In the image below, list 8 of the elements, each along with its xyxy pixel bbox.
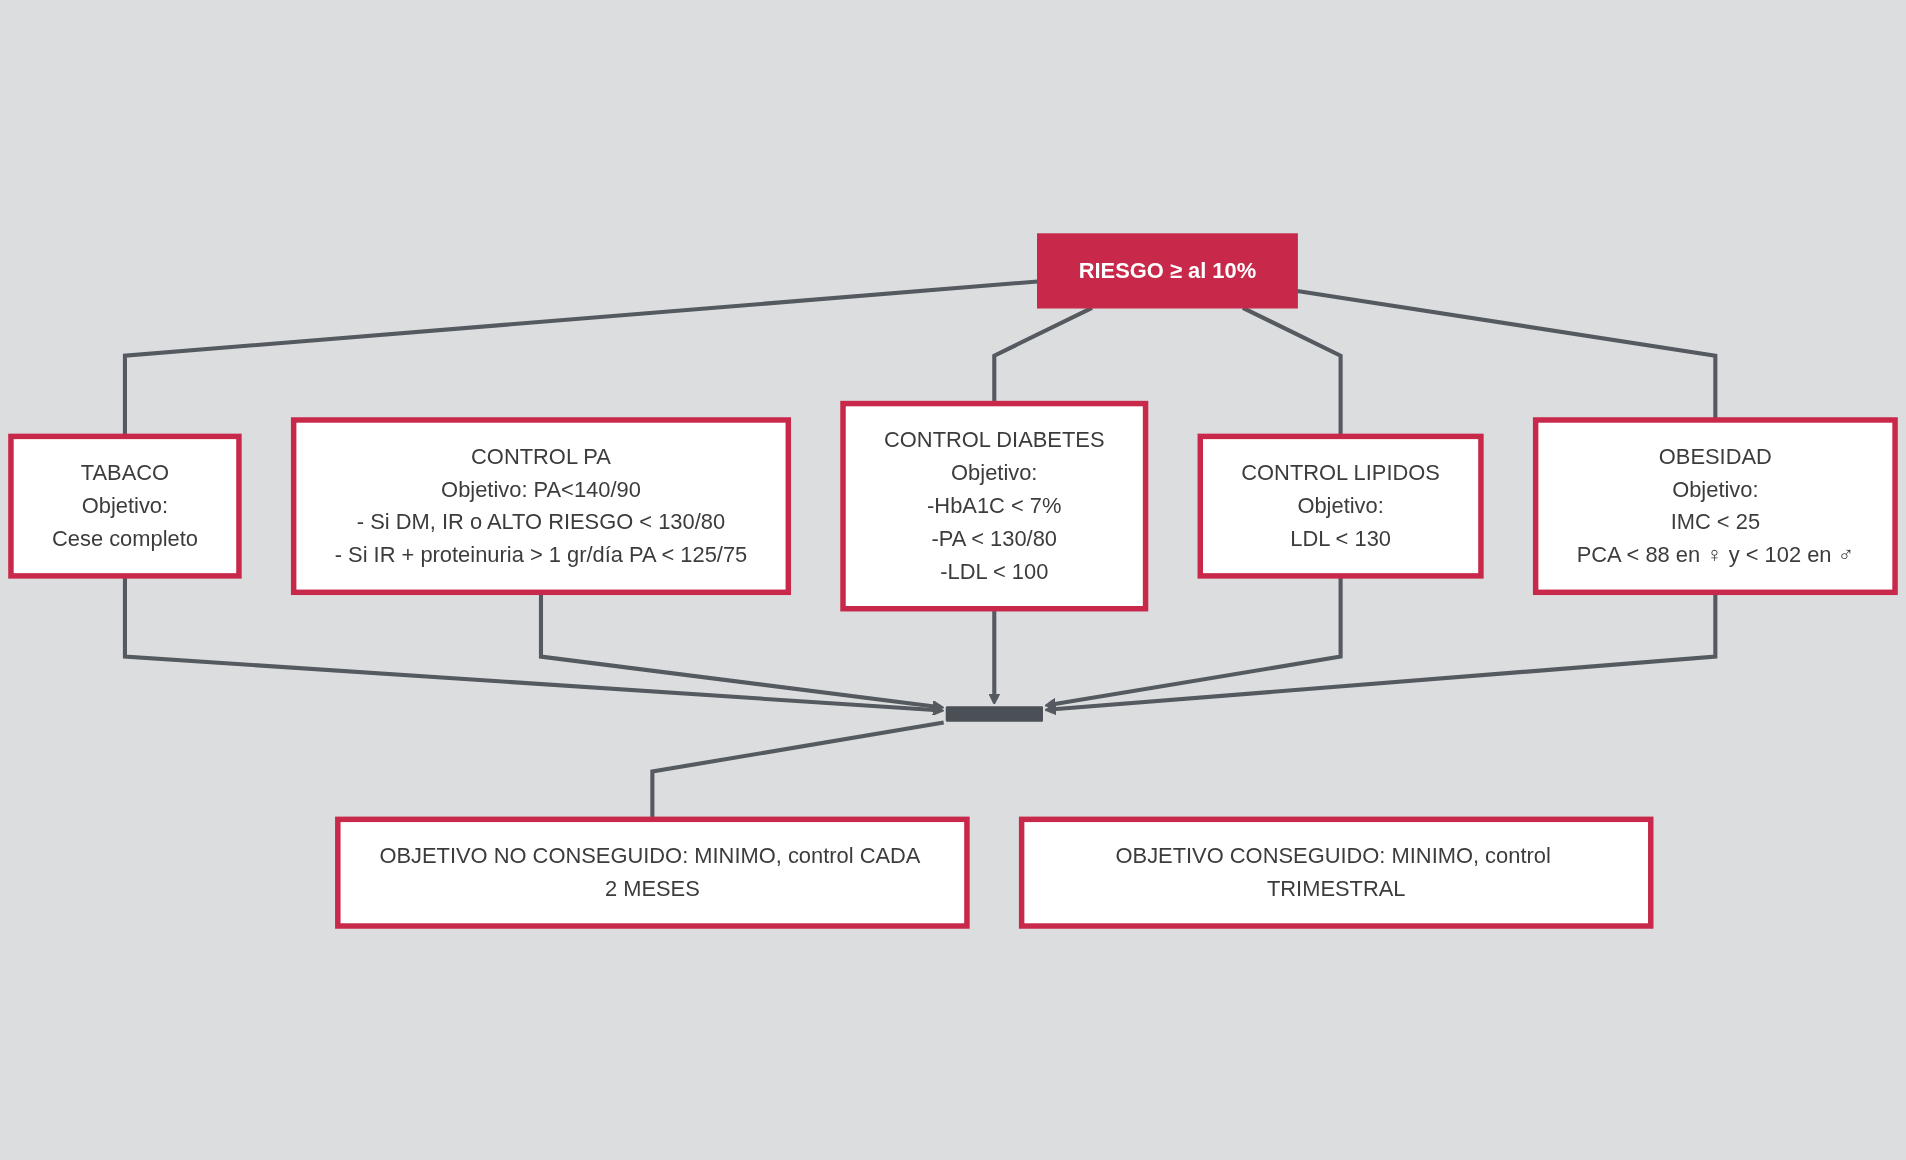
node-box: OBESIDAD Objetivo: IMC < 25 PCA < 88 en ♀ y < 102 en ♂ [1532, 417, 1898, 596]
node-box: OBJETIVO NO CONSEGUIDO: MINIMO, control CADA 2 MESES [335, 816, 970, 929]
node-box: OBJETIVO CONSEGUIDO: MINIMO, control TRIMESTRAL [1018, 816, 1654, 929]
node-box: CONTROL DIABETES Objetivo: -HbA1C < 7% -PA < 130/80 -LDL < 100 [840, 400, 1149, 612]
node-box: CONTROL PA Objetivo: PA<140/90 - Si DM, IR o ALTO RIESGO < 130/80 - Si IR + proteinuria > 1 gr/día PA < 125/75 [290, 417, 792, 596]
node-box: CONTROL LIPIDOS Objetivo: LDL < 130 [1197, 433, 1484, 579]
node-box: RIESGO ≥ al 10% [1037, 233, 1298, 309]
node-box: TABACO Objetivo: Cese completo [8, 433, 242, 579]
